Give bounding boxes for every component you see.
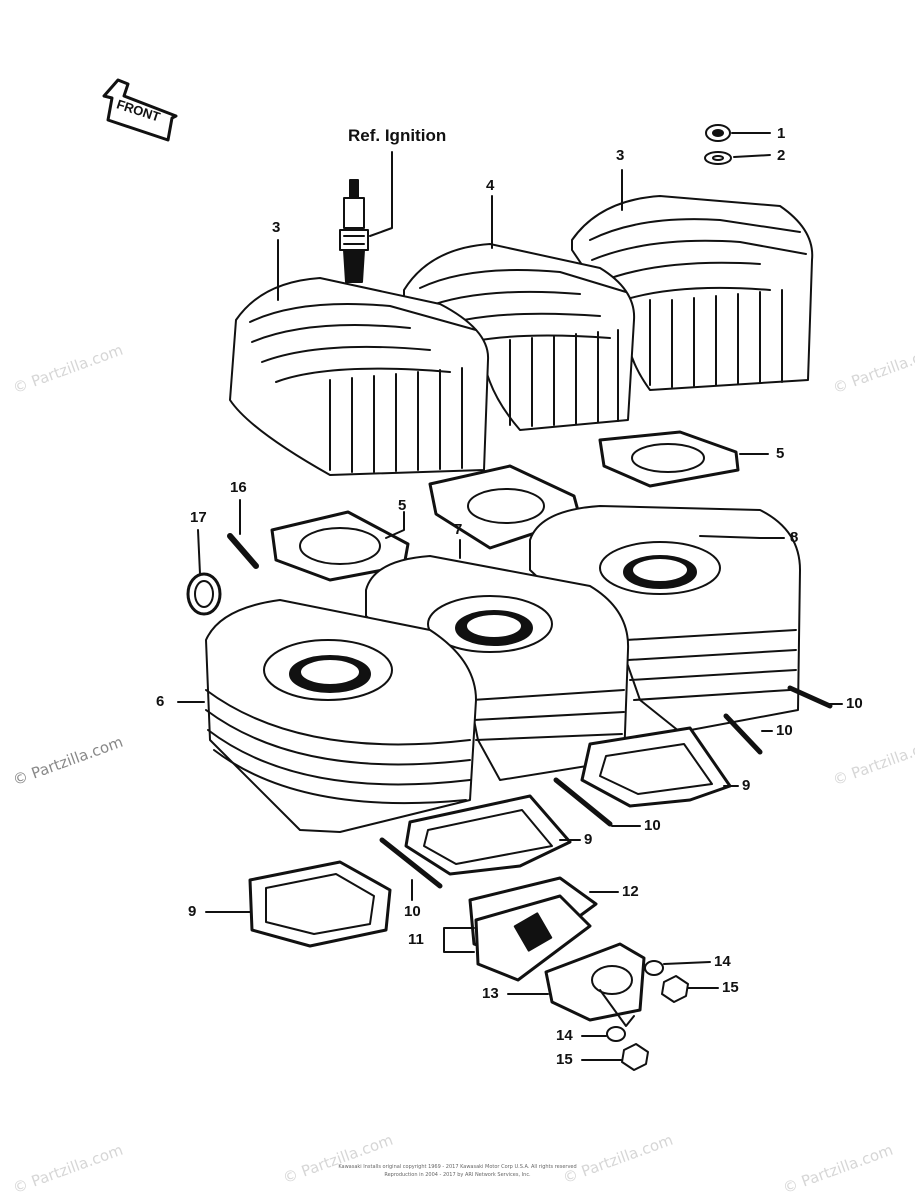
callout-1: 1 xyxy=(777,125,786,142)
callout-10c: 10 xyxy=(644,817,661,834)
callout-5a: 5 xyxy=(776,445,785,462)
washer-upper xyxy=(644,960,664,976)
front-arrow-icon xyxy=(102,78,178,142)
callout-9a: 9 xyxy=(742,777,751,794)
callout-14a: 14 xyxy=(714,953,731,970)
base-gasket-left xyxy=(248,860,392,948)
ref-ignition-leader xyxy=(369,151,393,237)
o-ring-drawing xyxy=(186,572,222,616)
base-gasket-right xyxy=(580,726,732,808)
cylinder-middle xyxy=(365,555,630,781)
callout-11: 11 xyxy=(408,931,424,948)
callout-12: 12 xyxy=(622,883,639,900)
head-gasket-right xyxy=(598,430,740,488)
callout-10d: 10 xyxy=(404,903,421,920)
callout-16: 16 xyxy=(230,479,247,496)
copyright-line-1: Kawasaki Installs original copyright 196… xyxy=(338,1164,577,1170)
cylinder-head-left xyxy=(229,277,490,476)
callout-2: 2 xyxy=(777,147,786,164)
washer-lower xyxy=(606,1026,626,1042)
callout-8: 8 xyxy=(790,529,799,546)
spark-plug-drawing xyxy=(339,179,369,283)
cylinder-right xyxy=(529,505,801,733)
callout-3a: 3 xyxy=(272,219,281,236)
nut-lower xyxy=(621,1043,649,1071)
base-gasket-middle xyxy=(404,794,572,876)
head-gasket-left xyxy=(270,510,410,582)
callout-6: 6 xyxy=(156,693,165,710)
callout-3b: 3 xyxy=(616,147,625,164)
copyright-line-2: Reproduction in 2004 - 2017 by ARI Netwo… xyxy=(384,1172,531,1178)
cylinder-left xyxy=(205,599,477,833)
nut-upper xyxy=(661,975,689,1003)
stud-bolts xyxy=(379,685,833,889)
callout-15b: 15 xyxy=(556,1051,573,1068)
washer-drawing xyxy=(704,151,732,165)
callout-7: 7 xyxy=(454,521,463,538)
callout-10a: 10 xyxy=(846,695,863,712)
callout-5b: 5 xyxy=(398,497,407,514)
callout-17: 17 xyxy=(190,509,207,526)
callout-15a: 15 xyxy=(722,979,739,996)
nut-drawing xyxy=(705,124,731,142)
callout-10b: 10 xyxy=(776,722,793,739)
callout-14b: 14 xyxy=(556,1027,573,1044)
callout-4: 4 xyxy=(486,177,495,194)
callout-13: 13 xyxy=(482,985,499,1002)
reed-valve-assembly xyxy=(468,876,598,982)
callout-9c: 9 xyxy=(188,903,197,920)
callout-9b: 9 xyxy=(584,831,593,848)
dowel-pin-drawing xyxy=(227,533,259,569)
cylinder-head-middle xyxy=(403,243,636,431)
ref-ignition-label: Ref. Ignition xyxy=(348,126,447,145)
intake-manifold xyxy=(544,942,646,1027)
